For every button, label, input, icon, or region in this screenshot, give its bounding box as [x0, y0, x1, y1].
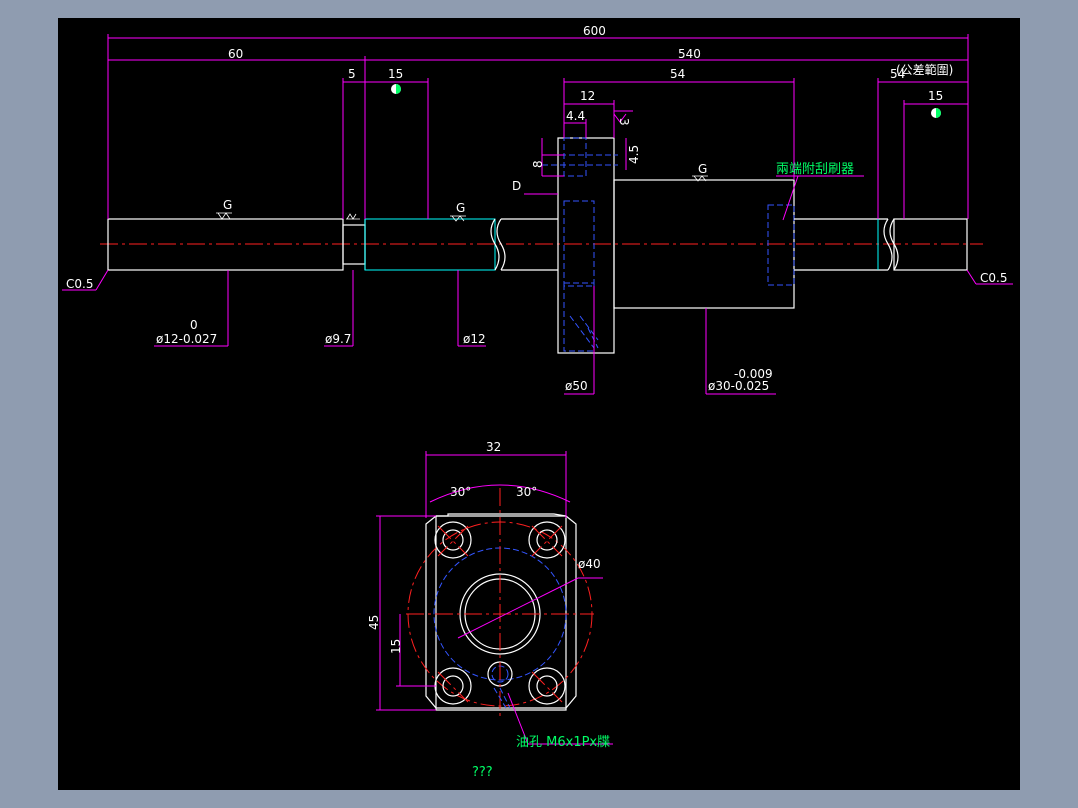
datum-label: D [512, 179, 521, 193]
flange-dia: ø50 [565, 379, 588, 393]
break-line-3 [883, 218, 893, 271]
roughness-symbol-1: G [216, 198, 232, 220]
dim-right-note: (公差範圍) [896, 62, 953, 77]
dim-4-5: 4.5 [627, 145, 641, 164]
thread-dia: ø12 [463, 332, 486, 346]
nut-tol-top: -0.009 [734, 367, 773, 381]
dim-undercut [342, 78, 429, 219]
dim-flange-to-nut [563, 78, 795, 180]
ball-screw-drawing: G G G 600 60 540 5 15 54 [62, 24, 1013, 780]
dim-45: 45 [367, 615, 381, 630]
dim-540: 540 [678, 47, 701, 61]
wiper-hidden [767, 204, 795, 286]
svg-text:G: G [456, 201, 465, 215]
chamfer-right-leader [966, 269, 1013, 285]
flange-hole-hidden [563, 282, 595, 352]
oil-hole-hidden [563, 137, 587, 177]
roughness-symbol-4 [346, 213, 360, 220]
undercut-dia: ø9.7 [325, 332, 351, 346]
dim-8: 8 [531, 160, 545, 168]
dim-4-4: 4.4 [566, 109, 585, 123]
dim-54-right: 54 [890, 67, 905, 81]
roughness-symbol-3: G [692, 162, 708, 182]
roughness-symbol-2: G [450, 201, 466, 222]
dim-total-length [107, 34, 969, 219]
dim-12: 12 [580, 89, 595, 103]
break-line-1 [490, 218, 500, 271]
angle-left: 30° [450, 485, 471, 499]
angle-right: 30° [516, 485, 537, 499]
drawing-title: ??? [472, 765, 493, 780]
dim-flange-width [564, 100, 615, 138]
svg-text:G: G [223, 198, 232, 212]
chamfer-right: C0.5 [980, 271, 1007, 285]
dim-right-end [877, 78, 968, 219]
svg-text:G: G [698, 162, 707, 176]
chamfer-left: C0.5 [66, 277, 93, 291]
cad-drawing-canvas[interactable]: G G G 600 60 540 5 15 54 [58, 18, 1020, 790]
dim-oil-hole [541, 138, 627, 177]
chamfer-left-leader [62, 269, 109, 291]
dim-60-540 [108, 56, 968, 219]
dim-15-view: 15 [389, 639, 403, 654]
dim-3: 3 [617, 118, 631, 126]
dim-15-left: 15 [388, 67, 403, 81]
shaft-dia: ø12-0.027 [156, 332, 217, 346]
break-line-2 [496, 218, 506, 271]
flange-end-view [406, 488, 594, 718]
dim-32: 32 [486, 440, 501, 454]
dim-15-right: 15 [928, 89, 943, 103]
dim-flange-view [376, 451, 613, 745]
wiper-note: 兩端附刮刷器 [776, 162, 854, 177]
shaft-right-end [893, 218, 968, 271]
flange-bore-hidden [563, 200, 595, 287]
oil-note: 油孔 M6x1Px牒 [516, 735, 610, 750]
dim-5: 5 [348, 67, 356, 81]
shaft-tol-top: 0 [190, 318, 198, 332]
nut-dia: ø30-0.025 [708, 379, 769, 393]
dim-54: 54 [670, 67, 685, 81]
pcd-dia: ø40 [578, 557, 601, 571]
dim-600: 600 [583, 24, 606, 38]
dim-60: 60 [228, 47, 243, 61]
